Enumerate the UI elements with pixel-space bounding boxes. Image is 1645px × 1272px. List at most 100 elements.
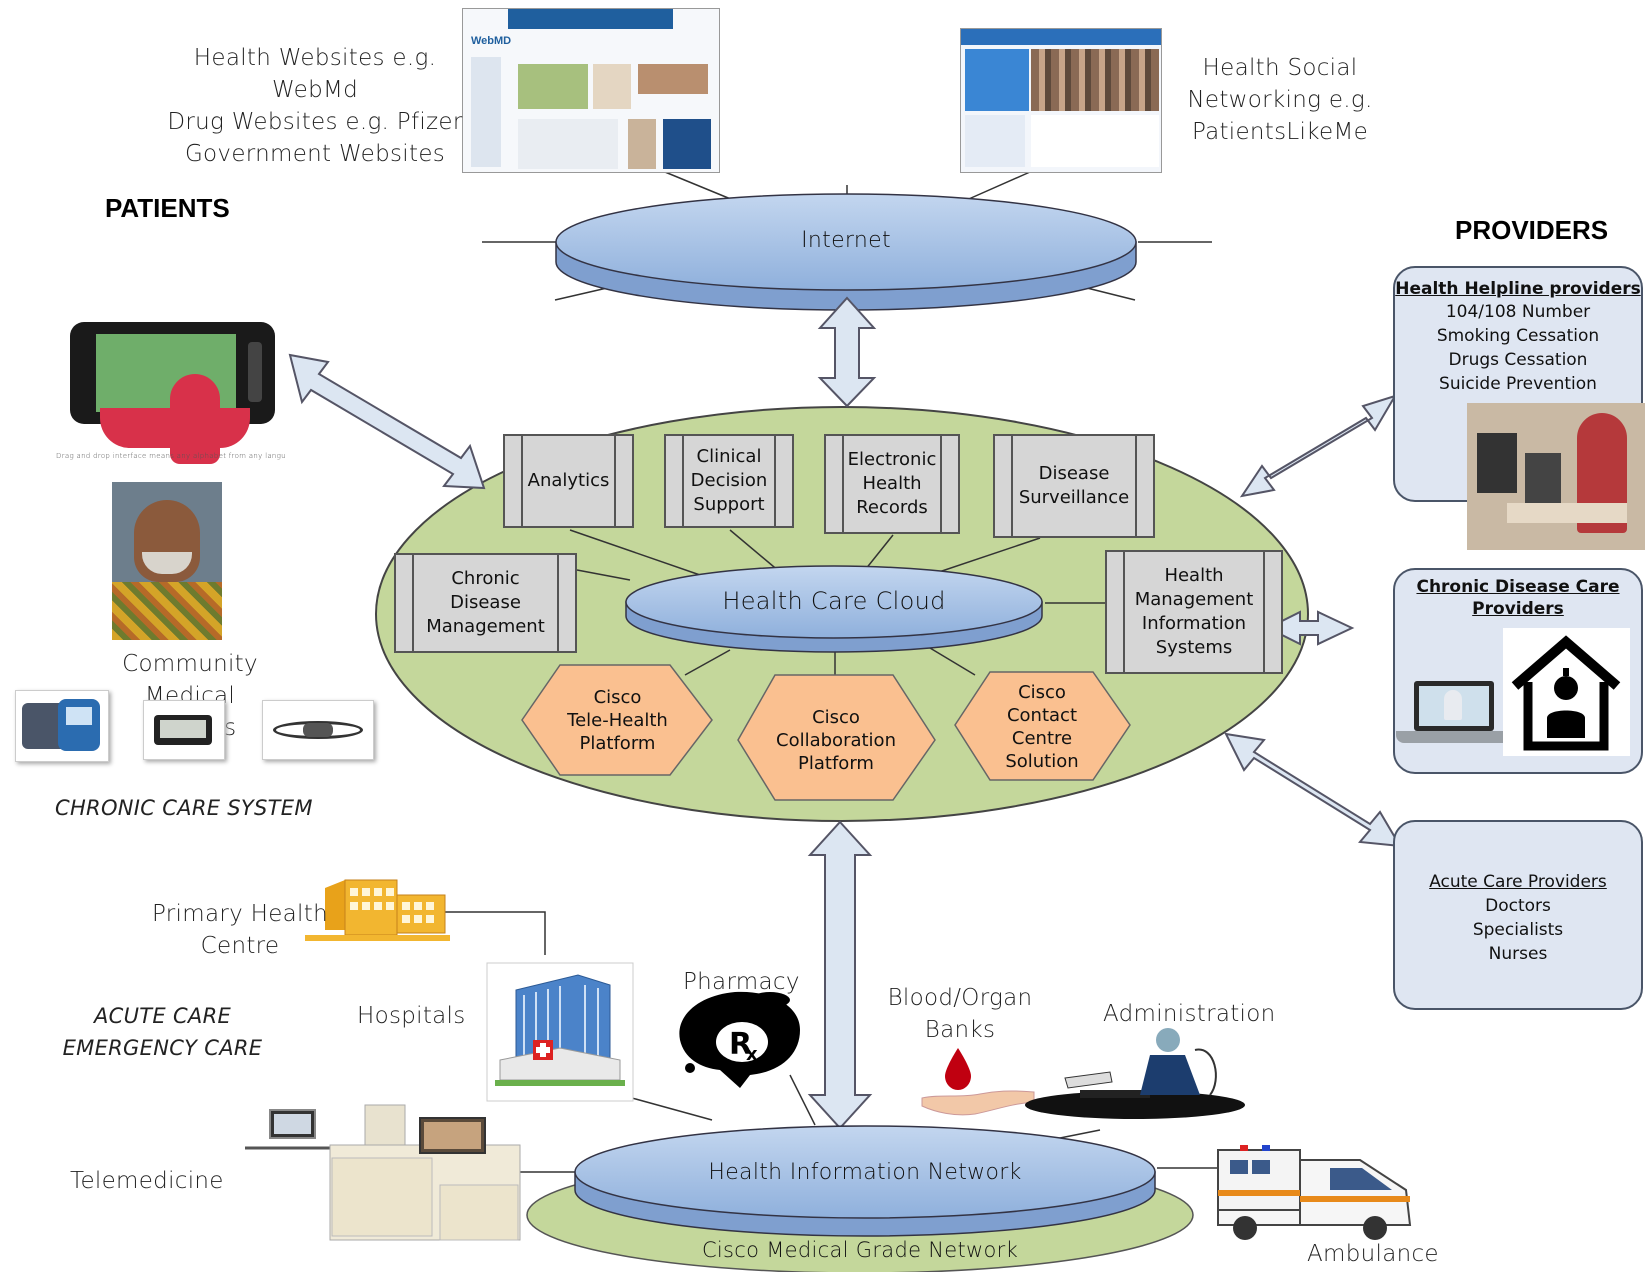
acute-care-providers-box: Acute Care Providers Doctors Specialists… bbox=[1393, 820, 1643, 1010]
blood-organ-banks-text: Blood/Organ Banks bbox=[880, 982, 1040, 1046]
cisco-telehealth-label: Cisco Tele-Health Platform bbox=[525, 670, 710, 770]
patientslikeme-screenshot bbox=[960, 28, 1162, 173]
administration-icon bbox=[1025, 1028, 1245, 1119]
acute-emergency-text: ACUTE CARE EMERGENCY CARE bbox=[55, 1000, 270, 1064]
blood-line-2: Banks bbox=[924, 1017, 996, 1043]
helpline-line-2: Smoking Cessation bbox=[1436, 326, 1600, 346]
primary-health-line-2: Centre bbox=[200, 933, 280, 959]
hmis-line-2: Management bbox=[1134, 589, 1254, 610]
ehr-label: Electronic Health Records bbox=[828, 448, 957, 520]
chronic-care-system-label: CHRONIC CARE SYSTEM bbox=[55, 796, 313, 820]
telehealth-line-3: Platform bbox=[579, 732, 656, 754]
emergency-care-line: EMERGENCY CARE bbox=[62, 1036, 263, 1060]
cdm-label: Chronic Disease Management bbox=[396, 567, 575, 639]
health-care-cloud-label: Health Care Cloud bbox=[722, 587, 946, 615]
cisco-contact-centre-label: Cisco Contact Centre Solution bbox=[957, 676, 1127, 778]
cisco-collaboration-label: Cisco Collaboration Platform bbox=[740, 685, 932, 795]
helpline-line-1: 104/108 Number bbox=[1445, 302, 1591, 322]
double-arrows bbox=[288, 296, 1402, 1130]
helpline-line-4: Suicide Prevention bbox=[1439, 374, 1597, 394]
contact-line-4: Solution bbox=[1005, 751, 1079, 772]
blood-pressure-device-icon bbox=[15, 690, 109, 762]
electronic-health-records-module: Electronic Health Records bbox=[824, 434, 960, 534]
webmd-screenshot: WebMD bbox=[462, 8, 720, 173]
webmd-logo: WebMD bbox=[471, 35, 512, 47]
hmis-line-1: Health bbox=[1164, 565, 1224, 586]
community-devices-line-1: Community Medical bbox=[122, 651, 258, 709]
cdm-line-1: Chronic Disease bbox=[450, 568, 521, 613]
health-information-network-label: Health Information Network bbox=[708, 1160, 1022, 1185]
health-websites-line-1: Health Websites e.g. WebMd bbox=[193, 45, 437, 103]
telemedicine-icon bbox=[245, 1104, 521, 1241]
hmis-line-3: Information bbox=[1141, 613, 1247, 634]
health-care-cloud-disc bbox=[625, 565, 1043, 653]
cds-label: Clinical Decision Support bbox=[671, 445, 788, 517]
patients-heading: PATIENTS bbox=[105, 193, 230, 223]
surveillance-label: Disease Surveillance bbox=[999, 462, 1149, 510]
collab-line-1: Cisco bbox=[812, 706, 860, 728]
surveillance-line-2: Surveillance bbox=[1018, 487, 1130, 508]
acute-providers-title: Acute Care Providers bbox=[1429, 872, 1607, 892]
helpline-line-3: Drugs Cessation bbox=[1448, 350, 1588, 370]
primary-health-line-1: Primary Health bbox=[152, 901, 328, 927]
health-websites-line-2: Drug Websites e.g. Pfizer bbox=[167, 109, 463, 135]
glucose-meter-icon bbox=[143, 700, 225, 760]
hospital-icon bbox=[486, 962, 634, 1102]
contact-line-2: Contact bbox=[1006, 705, 1077, 726]
cds-line-2: Decision bbox=[690, 470, 768, 491]
social-line-2: Networking e.g. bbox=[1187, 87, 1373, 113]
hmis-label: Health Management Information Systems bbox=[1115, 564, 1274, 660]
blood-bank-icon bbox=[921, 1048, 1035, 1116]
collab-line-3: Platform bbox=[798, 752, 874, 774]
health-websites-text: Health Websites e.g. WebMd Drug Websites… bbox=[150, 42, 480, 170]
cisco-network-label: Cisco Medical Grade Network bbox=[701, 1238, 1019, 1262]
primary-health-centre-text: Primary Health Centre bbox=[150, 898, 330, 962]
health-network-disc bbox=[574, 1125, 1156, 1237]
chronic-providers-title-1: Chronic Disease Care bbox=[1416, 577, 1620, 597]
internet-lines bbox=[482, 171, 1212, 301]
chronic-disease-management-module: Chronic Disease Management bbox=[394, 553, 577, 653]
primary-health-centre-icon bbox=[305, 879, 450, 941]
clinical-decision-support-module: Clinical Decision Support bbox=[664, 434, 794, 528]
helpline-title: Health Helpline providers bbox=[1395, 279, 1641, 299]
acute-line-2: Specialists bbox=[1472, 920, 1564, 940]
cds-line-1: Clinical bbox=[696, 446, 762, 467]
ehr-line-1: Electronic bbox=[847, 449, 937, 470]
chronic-providers-title-2: Providers bbox=[1472, 599, 1564, 619]
telehealth-line-2: Tele-Health bbox=[567, 709, 668, 731]
disease-surveillance-module: Disease Surveillance bbox=[993, 434, 1155, 538]
call-centre-photo bbox=[1467, 403, 1645, 550]
house-patient-icon bbox=[1503, 628, 1630, 756]
hmis-line-4: Systems bbox=[1155, 637, 1233, 658]
patient-portrait bbox=[112, 482, 222, 640]
internet-disc bbox=[555, 193, 1137, 311]
acute-line-3: Nurses bbox=[1488, 944, 1548, 964]
acute-line-1: Doctors bbox=[1485, 896, 1551, 916]
cds-line-3: Support bbox=[693, 494, 765, 515]
health-websites-line-3: Government Websites bbox=[184, 141, 446, 167]
hmis-module: Health Management Information Systems bbox=[1105, 550, 1283, 674]
health-social-text: Health Social Networking e.g. PatientsLi… bbox=[1185, 52, 1375, 148]
blood-line-1: Blood/Organ bbox=[887, 985, 1033, 1011]
cloud-lines bbox=[569, 529, 1105, 676]
ehr-line-3: Records bbox=[856, 497, 928, 518]
analytics-module: Analytics bbox=[503, 434, 634, 528]
phone-caption: Drag and drop interface means any alphab… bbox=[56, 452, 286, 460]
heart-rate-strap-icon bbox=[262, 700, 374, 760]
internet-label: Internet bbox=[801, 228, 891, 253]
administration-label: Administration bbox=[1103, 1001, 1276, 1027]
telemedicine-label: Telemedicine bbox=[70, 1168, 224, 1194]
cdm-line-2: Management bbox=[426, 616, 545, 637]
laptop-video-call-icon bbox=[1396, 675, 1518, 750]
contact-line-3: Centre bbox=[1011, 728, 1073, 749]
pharmacy-icon: R x bbox=[679, 991, 800, 1088]
social-line-1: Health Social bbox=[1202, 55, 1358, 81]
ambulance-label: Ambulance bbox=[1307, 1241, 1439, 1267]
ambulance-icon bbox=[1217, 1145, 1412, 1240]
acute-care-line: ACUTE CARE bbox=[93, 1004, 232, 1028]
svg-text:x: x bbox=[746, 1044, 758, 1065]
telehealth-line-1: Cisco bbox=[593, 686, 642, 708]
surveillance-line-1: Disease bbox=[1038, 463, 1110, 484]
social-line-3: PatientsLikeMe bbox=[1191, 119, 1369, 145]
providers-heading: PROVIDERS bbox=[1455, 215, 1609, 245]
